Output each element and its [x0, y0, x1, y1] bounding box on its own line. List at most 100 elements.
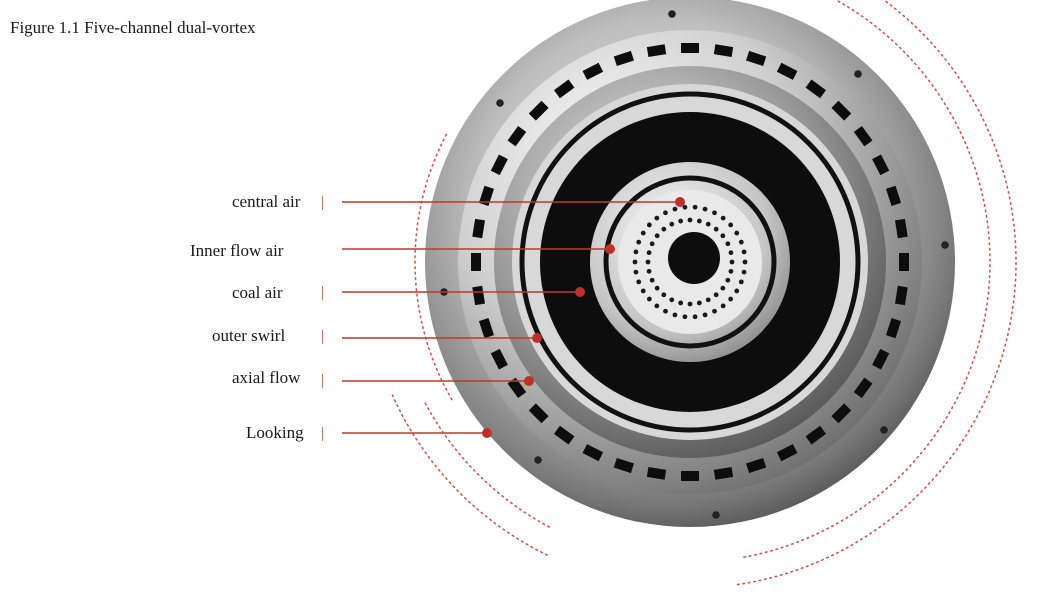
axial-slot — [471, 253, 481, 271]
central-air-hole — [725, 277, 731, 283]
central-air-hole — [696, 218, 702, 224]
axial-slot — [872, 154, 890, 176]
central-air-hole — [661, 292, 667, 298]
central-air-hole — [682, 314, 688, 320]
callout-dot — [575, 287, 585, 297]
central-air-hole — [692, 314, 698, 320]
label-coal-air: coal air — [232, 283, 283, 302]
axial-slot — [613, 50, 634, 67]
axial-slot — [507, 125, 527, 147]
axial-slot — [895, 285, 908, 306]
central-air-hole — [649, 241, 655, 247]
central-air-hole — [678, 218, 684, 224]
central-air-hole — [702, 312, 708, 318]
central-air-hole — [728, 222, 734, 228]
central-air-hole — [720, 215, 726, 221]
central-air-hole — [712, 210, 717, 216]
central-air-hole — [705, 297, 711, 303]
axial-slot — [746, 50, 767, 67]
central-air-hole — [645, 259, 651, 265]
axial-slot — [646, 44, 667, 57]
central-air-hole — [682, 204, 688, 210]
axial-slot — [853, 125, 873, 147]
central-bore — [668, 232, 720, 284]
outer-swirl-channel — [519, 91, 861, 433]
bolt-hole — [941, 241, 949, 249]
central-air-hole — [654, 233, 660, 239]
axial-slot — [713, 467, 734, 480]
central-air-hole — [672, 312, 678, 318]
central-air-hole — [728, 296, 734, 302]
callout-leaders — [342, 197, 685, 438]
callout-dot — [482, 428, 492, 438]
central-air-hole — [649, 277, 655, 283]
axial-slot — [885, 318, 902, 339]
central-air-hole — [646, 296, 652, 302]
central-air-hole — [633, 249, 639, 255]
axial-slot — [805, 425, 827, 445]
central-air-hole — [640, 288, 646, 294]
central-air-hole — [742, 259, 748, 265]
axial-slot — [613, 457, 634, 474]
axial-slot — [490, 154, 508, 176]
axial-slot — [646, 467, 667, 480]
central-air-hole — [633, 269, 639, 275]
axial-slot — [853, 377, 873, 399]
bolt-hole — [712, 511, 720, 519]
axial-slot — [472, 218, 485, 239]
label-tick — [322, 374, 323, 388]
central-air-hole — [669, 297, 675, 303]
axial-slot — [528, 100, 549, 121]
central-air-hole — [734, 288, 740, 294]
dotted-arc — [734, 0, 1017, 586]
central-air-hole — [702, 206, 708, 212]
label-tick — [322, 196, 323, 210]
central-air-hole — [640, 230, 646, 236]
central-air-hole — [729, 259, 735, 265]
central-air-hole — [705, 221, 711, 227]
label-looking: Looking — [246, 423, 304, 442]
axial-slot — [478, 318, 495, 339]
dotted-arc — [741, 0, 991, 559]
label-central-air: central air — [232, 192, 301, 211]
central-air-hole — [636, 239, 642, 245]
central-air-hole — [654, 303, 660, 309]
axial-slot — [681, 471, 699, 481]
figure-caption: Figure 1.1 Five-channel dual-vortex — [10, 18, 256, 37]
axial-slot — [553, 425, 575, 445]
central-air-hole — [720, 285, 726, 291]
axial-slot — [831, 403, 852, 424]
central-air-hole — [741, 249, 747, 255]
axial-slot — [681, 43, 699, 53]
bolt-hole — [534, 456, 542, 464]
callout-dot — [605, 244, 615, 254]
label-axial-flow: axial flow — [232, 368, 301, 387]
central-air-hole — [687, 217, 693, 223]
label-outer-swirl: outer swirl — [212, 326, 286, 345]
central-air-hole — [678, 300, 684, 306]
bolt-hole — [668, 10, 676, 18]
central-air-hole — [646, 268, 652, 274]
central-air-hole — [738, 279, 744, 285]
dotted-arc — [414, 132, 453, 401]
central-air-hole — [712, 308, 717, 314]
label-tick — [322, 427, 323, 441]
central-air-hole — [687, 301, 693, 307]
central-air-hole — [728, 268, 734, 274]
axial-slot — [899, 253, 909, 271]
central-air-hole — [663, 210, 668, 216]
central-air-hole — [720, 233, 726, 239]
central-air-hole — [632, 259, 638, 265]
central-air-hole — [725, 241, 731, 247]
axial-slot — [507, 377, 527, 399]
callout-dot — [532, 333, 542, 343]
dotted-arc — [391, 393, 548, 556]
burner-face — [425, 0, 955, 527]
axial-slot — [831, 100, 852, 121]
axial-slot — [713, 44, 734, 57]
axial-slot — [776, 62, 798, 80]
bolt-hole — [496, 99, 504, 107]
axial-slot — [776, 444, 798, 462]
